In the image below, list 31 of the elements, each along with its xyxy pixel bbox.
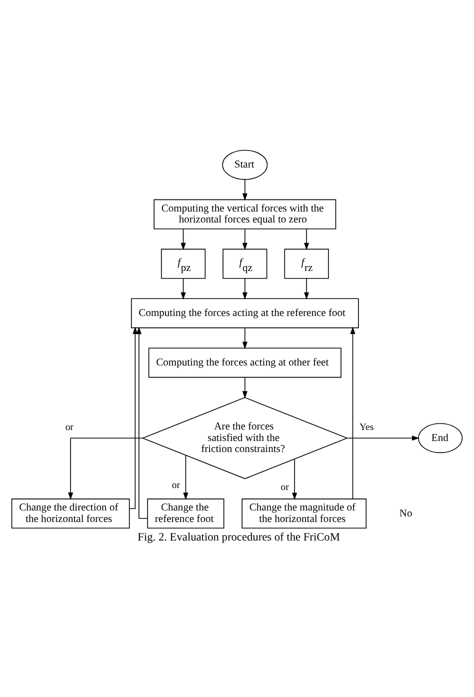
node-ellipse: End (418, 423, 463, 454)
arrow (242, 377, 248, 398)
arrow (242, 278, 248, 300)
arrow (183, 454, 188, 500)
arrow (129, 326, 138, 510)
arrow (346, 436, 420, 441)
node-ellipse: Start (222, 150, 268, 180)
edge-label: or (65, 422, 74, 434)
node-box: Computing the vertical forces with the horizontal forces equal to zero (154, 199, 336, 230)
node-box: Change the reference foot (147, 498, 224, 528)
arrow (68, 438, 143, 500)
caption: Fig. 2. Evaluation procedures of the FriCoM (138, 531, 340, 544)
arrow (180, 228, 186, 250)
edge-label: Yes (360, 422, 374, 434)
arrow (292, 458, 298, 500)
node-box: Computing the forces acting at other feet (148, 348, 342, 378)
node-box: Computing the forces acting at the reference foot (130, 298, 359, 328)
arrow (242, 179, 248, 201)
node-box: Change the direction of the horizontal forces (11, 498, 130, 528)
arrow (304, 228, 310, 250)
arrow (242, 228, 248, 250)
node-box: Change the magnitude of the horizontal forces (242, 498, 367, 528)
edge-label: or (280, 482, 289, 493)
arrow (350, 326, 356, 500)
arrow (242, 328, 248, 350)
node-diamond: Are the forces satisfied with the friction constraints? (142, 397, 348, 480)
arrow (136, 326, 148, 519)
arrow (304, 278, 310, 300)
label: No (399, 508, 412, 520)
arrow (180, 278, 186, 300)
edge-label: or (172, 480, 180, 492)
